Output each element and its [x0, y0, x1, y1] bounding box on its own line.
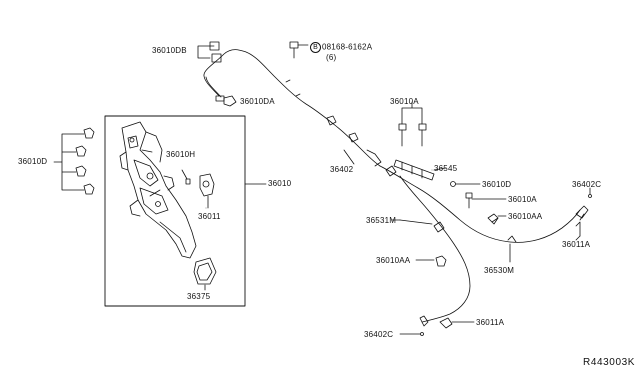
equalizer-36545 — [393, 159, 447, 181]
bolt-circle-icon: B — [310, 42, 321, 53]
bolt-part-number: 08168-6162A — [322, 42, 373, 52]
label-bolt-quantity: (6) — [326, 53, 337, 62]
label-36010AA-left: 36010AA — [376, 256, 411, 265]
label-36011: 36011 — [198, 212, 221, 221]
rear-cable-36530M — [379, 165, 589, 263]
label-36011A-right: 36011A — [562, 240, 591, 249]
label-36010A-right: 36010A — [508, 195, 537, 204]
label-36402C-bottom: 36402C — [364, 330, 394, 339]
front-cable-36402 — [203, 49, 382, 167]
label-36010H: 36010H — [166, 150, 196, 159]
switch-36011 — [199, 173, 215, 209]
label-36545: 36545 — [434, 164, 458, 173]
label-36010D-right: 36010D — [482, 180, 512, 189]
brake-pedal-assembly — [119, 121, 197, 259]
bolt-36010AA-right — [487, 213, 507, 225]
label-36010DB: 36010DB — [152, 46, 187, 55]
leader-36402 — [343, 149, 355, 165]
label-36010D-left: 36010D — [18, 157, 48, 166]
grommet-36010AA-left — [415, 255, 447, 267]
bolt-pair-36010A — [398, 101, 427, 147]
label-36375: 36375 — [187, 292, 211, 301]
pedal-assembly-box — [104, 115, 246, 307]
bolt-36011A-bottom — [439, 317, 475, 329]
label-36010DA: 36010DA — [240, 97, 275, 106]
nut-36010D-right — [450, 181, 481, 187]
pin-36010H — [181, 169, 191, 185]
nut-group-36010D — [53, 127, 95, 195]
bolt-36010A-right — [465, 192, 507, 209]
rear-cable-36531M — [399, 175, 471, 327]
pin-36402C-top — [588, 187, 592, 198]
label-36010A-top: 36010A — [390, 97, 419, 106]
leader-36011A-right — [575, 235, 581, 241]
label-36010AA-right: 36010AA — [508, 212, 543, 221]
bolt-08168-6162A — [289, 41, 309, 59]
clip-36010DB — [197, 41, 222, 63]
label-36402C-top: 36402C — [572, 180, 602, 189]
diagram-reference-code: R443003K — [583, 357, 636, 368]
label-36402: 36402 — [330, 165, 354, 174]
label-36530M: 36530M — [484, 266, 515, 275]
clip-36010DA — [223, 95, 237, 107]
pin-36402C-bottom — [399, 332, 424, 336]
pedal-pad-36375 — [193, 257, 217, 291]
label-36011A-bottom: 36011A — [476, 318, 505, 327]
label-36010: 36010 — [268, 179, 292, 188]
label-36531M: 36531M — [366, 216, 397, 225]
